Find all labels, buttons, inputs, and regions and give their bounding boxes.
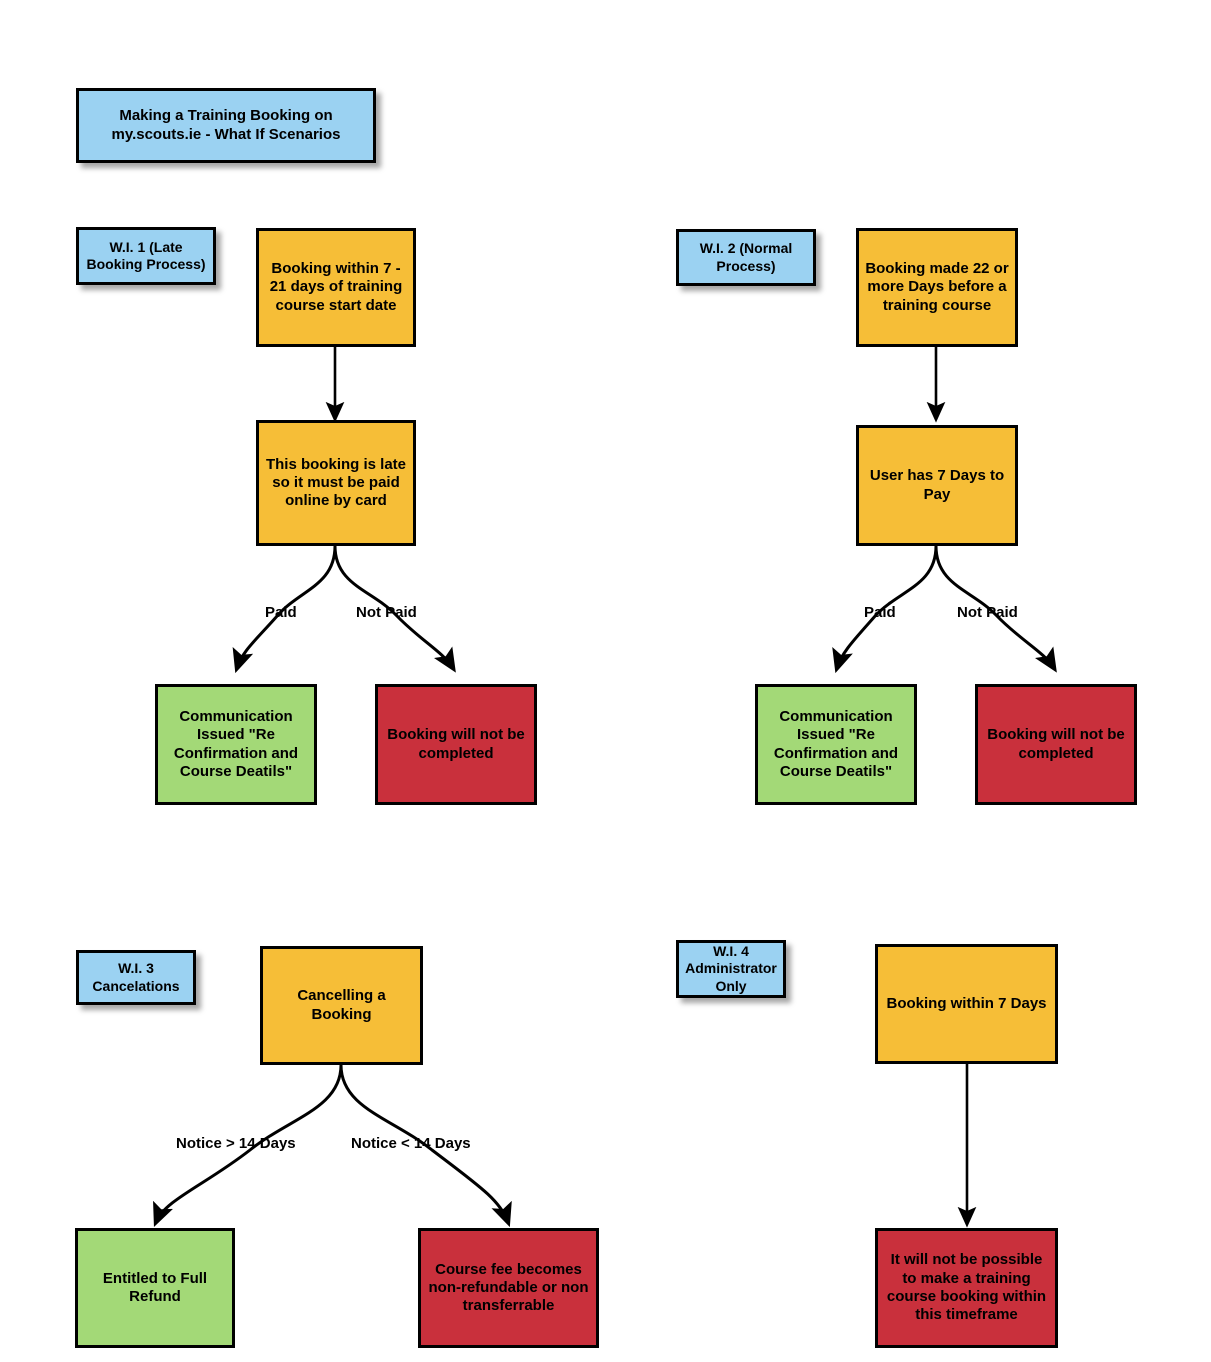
wi1-outcome-fail-text: Booking will not be completed [387,726,525,762]
wi1-not-paid-text: Not Paid [356,604,417,621]
wi3-gt14-text: Notice > 14 Days [176,1135,296,1152]
wi4-outcome-box: It will not be possible to make a traini… [875,1228,1058,1348]
wi1-step-text: This booking is late so it must be paid … [265,455,407,510]
wi1-start-box: Booking within 7 - 21 days of training c… [256,228,416,347]
section-label-wi2: W.I. 2 (Normal Process) [676,229,816,286]
wi3-lt14-text: Notice < 14 Days [351,1135,471,1152]
wi3-branch-label-lt14: Notice < 14 Days [351,1135,471,1152]
wi3-start-box: Cancelling a Booking [260,946,423,1065]
wi4-start-text: Booking within 7 Days [886,994,1047,1012]
diagram-title-box: Making a Training Booking on my.scouts.i… [76,88,376,163]
section-label-wi2-text: W.I. 2 (Normal Process) [699,240,793,274]
wi2-step-box: User has 7 Days to Pay [856,425,1018,546]
wi1-paid-text: Paid [265,604,297,621]
wi4-start-box: Booking within 7 Days [875,944,1058,1064]
wi1-outcome-success-box: Communication Issued "Re Confirmation an… [155,684,317,805]
section-label-wi1: W.I. 1 (Late Booking Process) [76,227,216,285]
section-label-wi1-text: W.I. 1 (Late Booking Process) [86,238,206,272]
wi1-outcome-fail-box: Booking will not be completed [375,684,537,805]
wi3-outcome-refund-box: Entitled to Full Refund [75,1228,235,1348]
wi2-outcome-fail-text: Booking will not be completed [987,726,1125,762]
wi3-outcome-nonrefundable-box: Course fee becomes non-refundable or non… [418,1228,599,1348]
wi3-branch-label-gt14: Notice > 14 Days [176,1135,296,1152]
section-label-wi3-text: W.I. 3 Cancelations [92,960,180,994]
wi2-paid-text: Paid [864,604,896,621]
wi1-start-text: Booking within 7 - 21 days of training c… [269,260,403,314]
wi1-step-box: This booking is late so it must be paid … [256,420,416,546]
wi1-branch-label-not-paid: Not Paid [356,604,417,621]
wi2-outcome-success-text: Communication Issued "Re Confirmation an… [773,707,899,780]
wi3-outcome-refund-text: Entitled to Full Refund [102,1269,208,1305]
wi4-outcome-text: It will not be possible to make a traini… [886,1251,1047,1324]
wi2-outcome-fail-box: Booking will not be completed [975,684,1137,805]
wi2-outcome-success-box: Communication Issued "Re Confirmation an… [755,684,917,805]
wi3-start-text: Cancelling a Booking [297,987,386,1023]
wi2-start-box: Booking made 22 or more Days before a tr… [856,228,1018,347]
wi2-step-text: User has 7 Days to Pay [869,467,1005,503]
diagram-title-text: Making a Training Booking on my.scouts.i… [111,107,341,143]
section-label-wi4-text: W.I. 4 Administrator Only [685,943,777,994]
wi1-outcome-success-text: Communication Issued "Re Confirmation an… [173,707,299,780]
wi2-start-text: Booking made 22 or more Days before a tr… [865,260,1009,314]
wi1-branch-label-paid: Paid [265,604,297,621]
wi3-outcome-nonrefundable-text: Course fee becomes non-refundable or non… [428,1260,589,1315]
wi2-not-paid-text: Not Paid [957,604,1018,621]
wi2-branch-label-paid: Paid [864,604,896,621]
section-label-wi4: W.I. 4 Administrator Only [676,940,786,998]
section-label-wi3: W.I. 3 Cancelations [76,950,196,1005]
wi2-branch-label-not-paid: Not Paid [957,604,1018,621]
